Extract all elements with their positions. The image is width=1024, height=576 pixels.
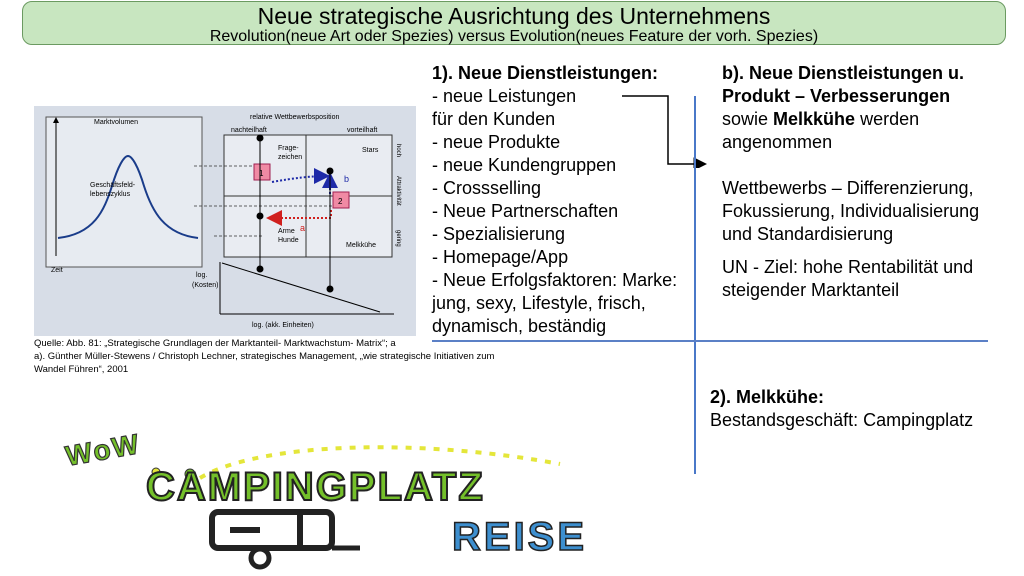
connector-arrow	[622, 95, 707, 168]
svg-text:log. (akk. Einheiten): log. (akk. Einheiten)	[252, 322, 314, 329]
box-1	[253, 163, 271, 181]
list-item: - neue Kundengruppen	[432, 155, 617, 175]
svg-text:gering: gering	[395, 230, 401, 247]
logo-camping: CAMPINGPLATZ	[146, 465, 485, 509]
new-services-heading: 1). Neue Dienstleistungen:	[432, 63, 659, 83]
list-item: - Homepage/App	[432, 247, 569, 267]
goal-text: UN - Ziel: hohe Rentabilität und steigen…	[722, 257, 974, 300]
svg-text:Frage-: Frage-	[278, 145, 299, 152]
list-item: dynamisch, beständig	[432, 316, 607, 336]
list-item: jung, sexy, Lifestyle, frisch,	[432, 293, 646, 313]
svg-text:a: a	[300, 223, 305, 233]
svg-text:Hunde: Hunde	[278, 237, 299, 244]
logo-reise: REISE	[452, 515, 587, 559]
svg-text:Attraktivität: Attraktivität	[395, 176, 401, 206]
lifecycle-curve	[57, 154, 199, 239]
svg-text:lebenszyklus: lebenszyklus	[90, 191, 131, 198]
box-2	[332, 191, 350, 209]
list-item: - Crossselling	[432, 178, 542, 198]
list-item: - neue Leistungen	[432, 86, 577, 106]
svg-text:Stars: Stars	[362, 147, 379, 154]
differentiation-text: Wettbewerbs – Differenzierung, Fokussier…	[722, 178, 980, 244]
svg-text:Geschäftsfeld-: Geschäftsfeld-	[90, 182, 136, 189]
list-item: für den Kunden	[432, 109, 556, 129]
caravan-icon	[209, 509, 360, 570]
svg-text:(Kosten): (Kosten)	[192, 282, 218, 289]
arrow-a	[266, 210, 332, 226]
vertical-divider	[694, 96, 696, 474]
sun-rays-icon	[198, 445, 561, 480]
horizontal-divider	[432, 340, 988, 342]
figure-caption: Quelle: Abb. 81: „Strategische Grundlage…	[34, 338, 495, 375]
portfolio-matrix-figure: Marktvolumen Geschäftsfeld- lebenszyklus…	[34, 106, 416, 336]
list-item: - neue Produkte	[432, 132, 561, 152]
list-item: - Neue Erfolgsfaktoren: Marke:	[432, 270, 678, 290]
title-banner: Neue strategische Ausrichtung des Untern…	[22, 1, 1006, 45]
svg-text:vorteilhaft: vorteilhaft	[347, 127, 377, 134]
svg-text:b: b	[344, 174, 349, 184]
zeit-label: Zeit	[51, 267, 63, 274]
marktvolumen-label: Marktvolumen	[94, 119, 138, 126]
svg-text:hoch: hoch	[395, 144, 401, 157]
svg-text:log.: log.	[196, 272, 207, 279]
logo-wow: WoW	[63, 428, 143, 472]
list-item: - Neue Partnerschaften	[432, 201, 619, 221]
arrow-b	[271, 168, 330, 185]
svg-text:Melkkühe: Melkkühe	[346, 242, 376, 249]
svg-text:2: 2	[338, 197, 343, 206]
page-subtitle: Revolution(neue Art oder Spezies) versus…	[209, 28, 819, 45]
cash-cows-block: 2). Melkkühe: Bestandsgeschäft: Campingp…	[710, 387, 974, 430]
improvements-panel: b). Neue Dienstleistungen u. Produkt – V…	[722, 62, 1012, 302]
page-title: Neue strategische Ausrichtung des Untern…	[257, 3, 771, 29]
campingplatz-logo: WoW CAMPINGPLATZ REISE	[63, 427, 587, 570]
svg-text:1: 1	[259, 169, 264, 178]
svg-text:zeichen: zeichen	[278, 154, 302, 161]
new-services-list: 1). Neue Dienstleistungen: - neue Leistu…	[432, 62, 677, 338]
svg-text:Arme: Arme	[278, 228, 295, 235]
rel-position-label: relative Wettbewerbsposition	[250, 114, 339, 121]
svg-text:nachteilhaft: nachteilhaft	[231, 127, 267, 134]
list-item: - Spezialisierung	[432, 224, 566, 244]
